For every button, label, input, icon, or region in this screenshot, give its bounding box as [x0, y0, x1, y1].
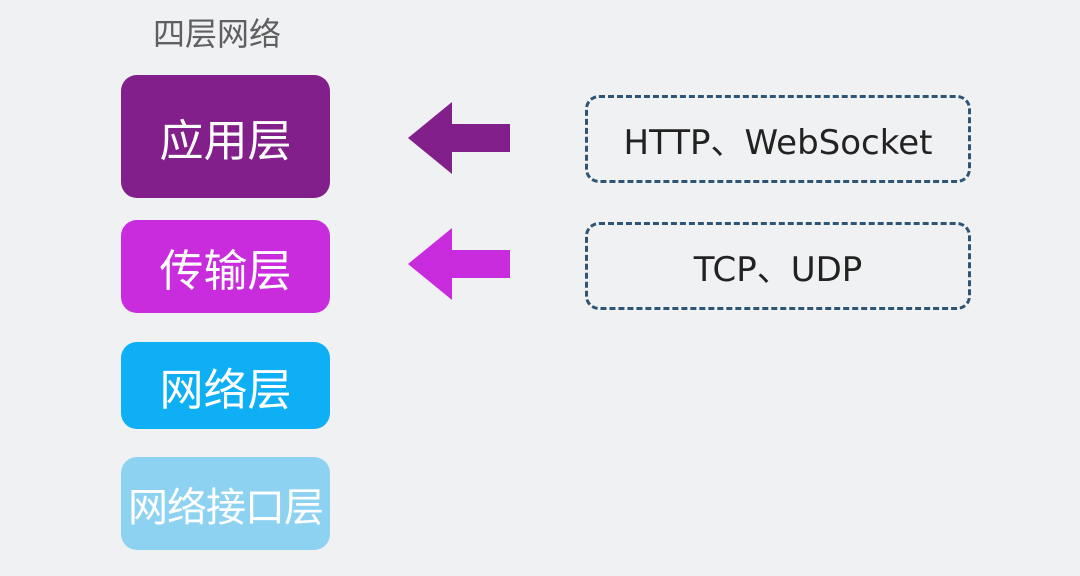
- diagram-title: 四层网络: [153, 15, 282, 53]
- application-protocols-box: HTTP、WebSocket: [585, 95, 971, 183]
- layer-transport-label: 传输层: [159, 245, 292, 297]
- layer-transport: 传输层: [121, 220, 330, 313]
- layer-network: 网络层: [121, 342, 330, 429]
- transport-protocols-box: TCP、UDP: [585, 222, 971, 310]
- transport-protocols-text: TCP、UDP: [693, 249, 863, 290]
- left-arrow-icon-application: [408, 102, 510, 174]
- layer-network-label: 网络层: [159, 364, 292, 416]
- left-arrow-icon-transport: [408, 228, 510, 300]
- layer-application: 应用层: [121, 75, 330, 198]
- application-protocols-text: HTTP、WebSocket: [623, 122, 933, 163]
- layer-network-interface: 网络接口层: [121, 457, 330, 550]
- layer-network-interface-label: 网络接口层: [128, 484, 324, 531]
- layer-application-label: 应用层: [159, 115, 292, 167]
